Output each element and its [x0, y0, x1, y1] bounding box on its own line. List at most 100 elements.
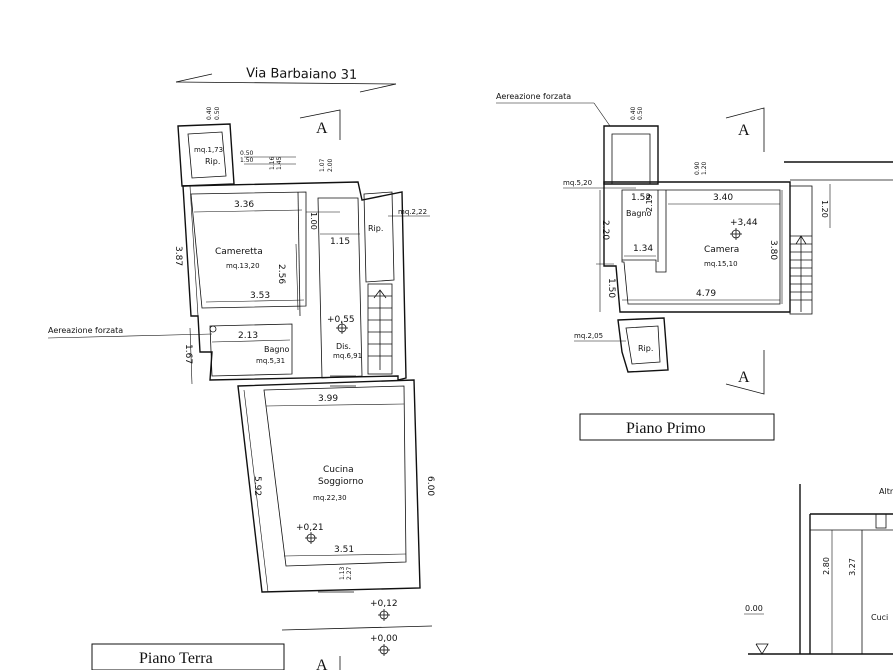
first-bagno-area: mq.5,20: [563, 179, 592, 187]
camera-height: 3.80: [768, 240, 778, 260]
first-right-dim: 1.20: [820, 200, 829, 218]
ground-stairs: [367, 283, 393, 375]
cucina-level: +0,21: [296, 523, 324, 533]
cucina-name-line1: Cucina: [323, 465, 354, 475]
section-drawing: Altr 2.80 3.27 0.00 Cuci: [744, 484, 893, 655]
cucina-room: [263, 385, 407, 567]
camera-width-top: 3.40: [713, 193, 733, 203]
ground-bagno-name: Bagno: [264, 345, 290, 354]
cucina-name-line2: Soggiorno: [318, 477, 364, 487]
ext-level-2-marker: [378, 644, 390, 656]
first-section-marker-bottom: A: [725, 350, 765, 395]
ground-bagno-room: [209, 323, 293, 377]
ground-section-marker-top: A: [299, 109, 341, 140]
svg-text:A: A: [316, 120, 328, 137]
camera-name: Camera: [704, 245, 739, 255]
ext-level-1: +0,12: [370, 599, 398, 609]
dis-level: +0,55: [327, 315, 355, 325]
svg-text:A: A: [738, 369, 750, 386]
first-top-dim-c: 0.90: [694, 161, 701, 175]
corridor-width: 1.15: [330, 237, 350, 247]
first-bagno-name: Bagno: [626, 209, 652, 218]
first-floor-title-box: Piano Primo: [579, 413, 775, 441]
first-rip-name: Rip.: [638, 344, 653, 353]
section-dim-b: 3.27: [848, 558, 857, 576]
dis-level-marker: [336, 322, 348, 334]
cucina-width-bottom: 3.51: [334, 545, 354, 555]
ground-rip-dim-e: 1.16: [269, 156, 276, 170]
ground-rip-dim-d: 1.50: [240, 157, 254, 164]
ground-floor-plan: mq.1,73 Rip. 0.40 0.50 0.50 1.50 1.16 1.…: [47, 106, 435, 670]
ground-door-dim-b: 2.00: [327, 158, 334, 172]
svg-text:A: A: [738, 122, 750, 139]
dis-area: mq.6,91: [333, 352, 362, 360]
step-dim-b: 2.27: [346, 566, 353, 580]
section-room-partial: Cuci: [871, 613, 888, 622]
ground-rip-area: mq.1,73: [194, 146, 223, 154]
ground-section-marker-bottom: A: [316, 656, 341, 670]
camera-level: +3,44: [730, 218, 758, 228]
ground-rip-name: Rip.: [205, 157, 220, 166]
cucina-height-right: 6.00: [425, 476, 435, 496]
svg-text:A: A: [316, 657, 328, 670]
ground-rip2-area: mq.2,22: [398, 208, 427, 216]
camera-level-marker: [730, 228, 742, 240]
section-level: 0.00: [745, 604, 763, 613]
first-top-dim-a: 0.40: [630, 106, 637, 120]
ground-aeration-label: Aereazione forzata: [48, 326, 123, 335]
corridor-top: 1.00: [309, 212, 318, 230]
cameretta-name: Cameretta: [215, 247, 263, 257]
first-bagno-width-top: 1.52: [631, 193, 651, 203]
cucina-height-left: 5.92: [252, 476, 262, 496]
cameretta-width-top: 3.36: [234, 200, 254, 210]
step-dim-a: 1.13: [339, 566, 346, 580]
ext-level-1-marker: [378, 609, 390, 621]
camera-area: mq.15,10: [704, 260, 738, 268]
camera-width-bottom: 4.79: [696, 289, 716, 299]
first-bagno-height: 2.20: [600, 220, 610, 240]
first-aeration-label: Aereazione forzata: [496, 92, 571, 101]
cameretta-side: 2.56: [276, 264, 286, 284]
cameretta-room: [190, 191, 307, 309]
ground-floor-title: Piano Terra: [139, 650, 213, 667]
ground-rip-dim-a: 0.40: [206, 106, 213, 120]
ground-rip2-room: [363, 191, 395, 283]
cucina-area: mq.22,30: [313, 494, 347, 502]
street-arrow: Via Barbaiano 31: [175, 66, 397, 93]
cucina-level-marker: [305, 532, 317, 544]
street-label: Via Barbaiano 31: [246, 66, 357, 83]
camera-room: [621, 189, 781, 305]
first-floor-title: Piano Primo: [626, 420, 706, 437]
section-dim-a: 2.80: [822, 557, 831, 575]
first-stairs: [784, 161, 893, 315]
first-top-dim-b: 0.50: [637, 106, 644, 120]
dis-name: Dis.: [336, 342, 351, 351]
ground-rip-dim-b: 0.50: [214, 106, 221, 120]
cameretta-height: 3.87: [173, 246, 183, 266]
cameretta-width-bottom: 3.53: [250, 291, 270, 301]
ground-floor-title-box: Piano Terra: [91, 643, 285, 670]
ground-rip-walls: [177, 123, 235, 187]
ground-bagno-area: mq.5,31: [256, 357, 285, 365]
cucina-width-top: 3.99: [318, 394, 338, 404]
first-bagno-width-bottom: 1.34: [633, 244, 653, 254]
first-rip-walls: [617, 317, 669, 373]
ground-bagno-width: 2.13: [238, 331, 258, 341]
first-rip-area: mq.2,05: [574, 332, 603, 340]
first-section-marker-top: A: [725, 107, 765, 152]
ground-rip-dim-c: 0.50: [240, 150, 254, 157]
ground-rip2-name: Rip.: [368, 224, 383, 233]
cameretta-area: mq.13,20: [226, 262, 260, 270]
first-main-walls: [603, 181, 791, 313]
dis-room: [317, 197, 363, 379]
ground-door-dim-a: 1.07: [319, 158, 326, 172]
first-top-dim-d: 1.20: [701, 161, 708, 175]
first-bagno-side: 2.19: [645, 194, 654, 212]
first-left-dim: 1.50: [606, 278, 616, 298]
first-floor-plan: Aereazione forzata 0.40 0.50 0.90 1.20 m…: [496, 92, 893, 441]
ground-bagno-height: 1.67: [183, 344, 193, 364]
first-shaft-walls: [603, 125, 659, 185]
ext-level-2: +0,00: [370, 634, 398, 644]
section-label-partial: Altr: [879, 487, 893, 496]
